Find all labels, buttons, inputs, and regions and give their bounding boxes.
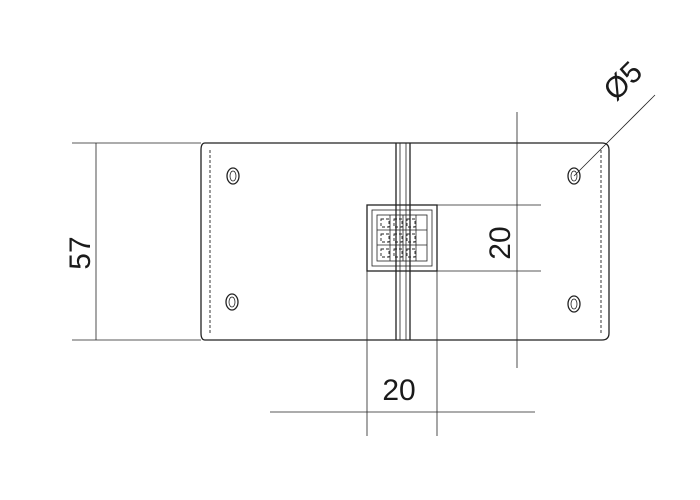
height-dimension bbox=[72, 142, 201, 341]
mounting-hole-top-right bbox=[567, 167, 581, 185]
mounting-hole-bottom-right bbox=[567, 295, 581, 313]
center-channel bbox=[395, 143, 411, 340]
bracket-width-dimension bbox=[270, 282, 535, 436]
bracket-width-label: 20 bbox=[382, 374, 415, 407]
height-dimension-label: 57 bbox=[64, 236, 97, 269]
center-bracket bbox=[366, 204, 438, 282]
hole-diameter-label: Ø5 bbox=[597, 55, 649, 107]
mounting-plate bbox=[200, 142, 610, 341]
hole-diameter-leader bbox=[573, 94, 656, 177]
bracket-height-dimension bbox=[437, 112, 541, 368]
mounting-hole-top-left bbox=[226, 167, 240, 185]
bracket-height-label: 20 bbox=[484, 226, 517, 259]
mounting-hole-bottom-left bbox=[225, 293, 239, 311]
